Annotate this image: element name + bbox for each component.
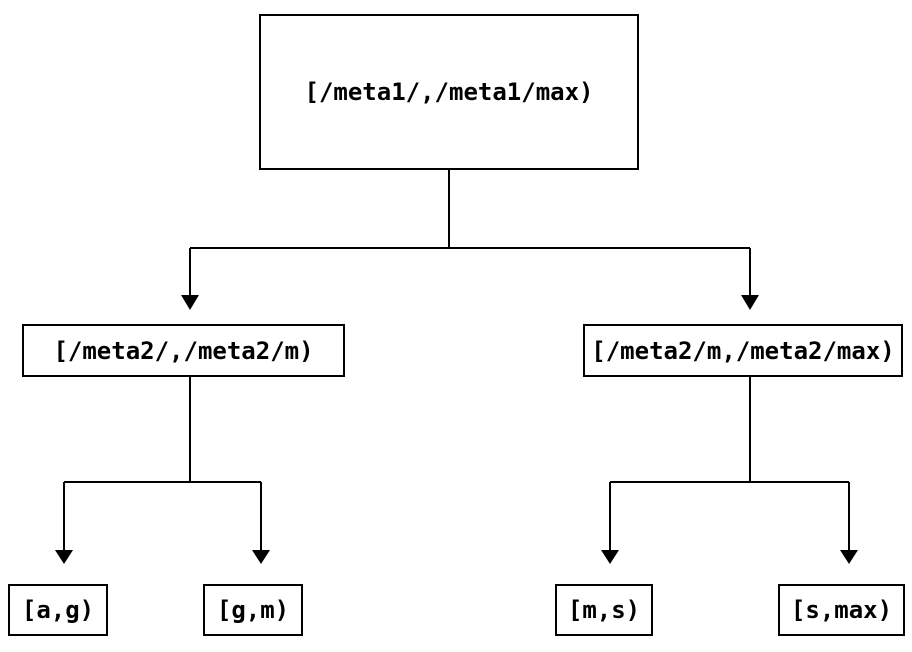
edge-root-to-children: [181, 170, 759, 310]
node-right-child: [/meta2/m,/meta2/max): [583, 324, 903, 377]
node-root: [/meta1/,/meta1/max): [259, 14, 639, 170]
node-right-child-label: [/meta2/m,/meta2/max): [591, 336, 895, 365]
arrowhead-to-leaf-ag: [55, 550, 73, 564]
node-leaf-ag-label: [a,g): [21, 596, 95, 624]
node-leaf-gm: [g,m): [203, 584, 303, 636]
node-root-label: [/meta1/,/meta1/max): [304, 78, 594, 106]
arrowhead-to-left-child: [181, 295, 199, 310]
node-leaf-ms: [m,s): [555, 584, 653, 636]
node-left-child: [/meta2/,/meta2/m): [22, 324, 345, 377]
edge-right-child-to-leaves: [601, 377, 858, 564]
arrowhead-to-leaf-smax: [840, 550, 858, 564]
node-left-child-label: [/meta2/,/meta2/m): [53, 336, 314, 365]
edge-left-child-to-leaves: [55, 377, 270, 564]
arrowhead-to-leaf-ms: [601, 550, 619, 564]
node-leaf-ms-label: [m,s): [567, 596, 641, 624]
arrowhead-to-leaf-gm: [252, 550, 270, 564]
node-leaf-gm-label: [g,m): [216, 596, 290, 624]
node-leaf-smax: [s,max): [778, 584, 905, 636]
node-leaf-ag: [a,g): [8, 584, 108, 636]
node-leaf-smax-label: [s,max): [790, 596, 893, 624]
arrowhead-to-right-child: [741, 295, 759, 310]
